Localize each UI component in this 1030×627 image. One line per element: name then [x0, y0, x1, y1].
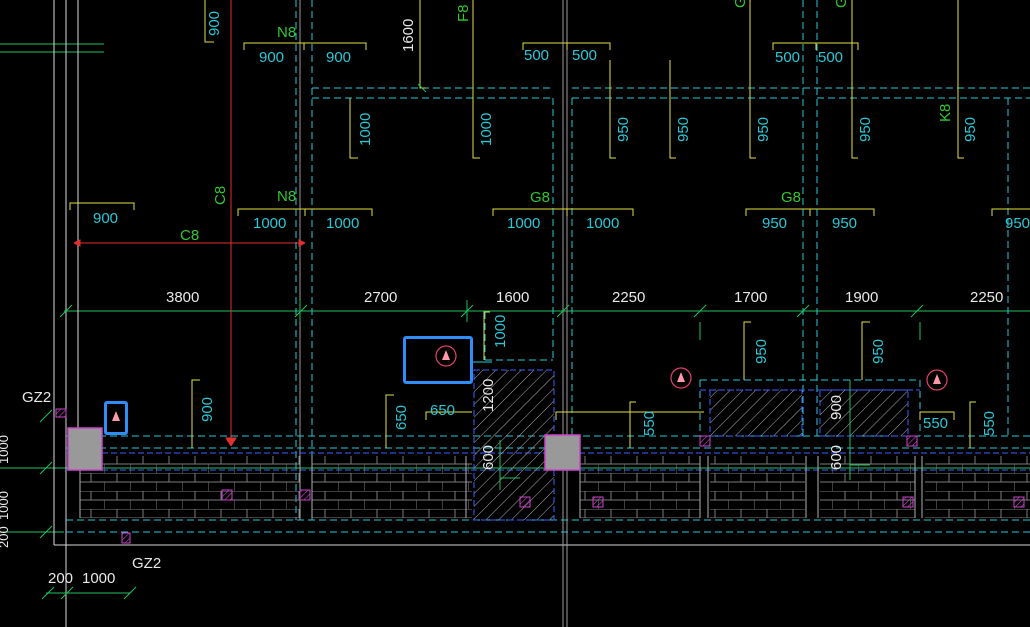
- dim-950: 950: [870, 339, 887, 364]
- dim-1000: 1000: [253, 215, 286, 232]
- small-column[interactable]: [221, 489, 233, 501]
- warning-marker[interactable]: [670, 367, 692, 389]
- dim-900: 900: [206, 11, 223, 36]
- small-column[interactable]: [121, 532, 131, 544]
- small-column[interactable]: [1013, 496, 1025, 508]
- dim-950: 950: [962, 117, 979, 142]
- dim-1000: 1000: [326, 215, 359, 232]
- hatched-openings: [473, 369, 909, 521]
- dim-950: 950: [675, 117, 692, 142]
- drawing-labels: N8 F8 G G 900 1600 900 900 500 500 500 5…: [0, 0, 1030, 587]
- label-n8: N8: [277, 188, 296, 205]
- label-g8: G8: [781, 189, 801, 206]
- label-gz2: GZ2: [132, 555, 161, 572]
- dim-950: 950: [753, 339, 770, 364]
- dim-500: 500: [572, 47, 597, 64]
- dim-200: 200: [0, 526, 11, 548]
- brick-infill: [79, 456, 1030, 518]
- dim-950: 950: [1005, 215, 1030, 232]
- column-gz2-left[interactable]: [67, 427, 103, 471]
- dim-950: 950: [755, 117, 772, 142]
- span-1900: 1900: [845, 289, 878, 306]
- dim-1000: 1000: [492, 315, 509, 348]
- dim-1000: 1000: [82, 570, 115, 587]
- selection-box-marker[interactable]: [403, 336, 473, 384]
- label-gz2: GZ2: [22, 389, 51, 406]
- small-column[interactable]: [519, 496, 531, 508]
- label-f8: F8: [455, 4, 472, 22]
- span-2700: 2700: [364, 289, 397, 306]
- dim-900: 900: [828, 395, 845, 420]
- dim-900: 900: [93, 210, 118, 227]
- small-column[interactable]: [55, 408, 67, 418]
- dim-900: 900: [259, 49, 284, 66]
- yellow-dimension-brackets: [69, 0, 1030, 448]
- dim-500: 500: [524, 47, 549, 64]
- dim-950: 950: [857, 117, 874, 142]
- dim-200: 200: [48, 570, 73, 587]
- dim-1000: 1000: [0, 491, 11, 520]
- label-g8: G8: [530, 189, 550, 206]
- warning-marker[interactable]: [926, 369, 948, 391]
- axis-markers[interactable]: [112, 345, 948, 421]
- label-n8: N8: [277, 24, 296, 41]
- small-column[interactable]: [902, 496, 914, 508]
- dim-550: 550: [981, 411, 998, 436]
- building-outline: [53, 0, 1030, 627]
- dim-900: 900: [326, 49, 351, 66]
- structural-columns[interactable]: [55, 408, 1025, 544]
- span-1700: 1700: [734, 289, 767, 306]
- dim-1000: 1000: [586, 215, 619, 232]
- warning-marker[interactable]: [435, 345, 457, 367]
- label-c8: C8: [180, 227, 199, 244]
- dim-500: 500: [818, 49, 843, 66]
- dim-1000: 1000: [478, 113, 495, 146]
- small-column[interactable]: [299, 489, 311, 501]
- warning-marker[interactable]: [112, 411, 120, 421]
- dim-500: 500: [775, 49, 800, 66]
- label-g: G: [732, 0, 749, 8]
- dim-950: 950: [615, 117, 632, 142]
- dim-1000: 1000: [357, 113, 374, 146]
- label-k8: K8: [937, 104, 954, 122]
- span-2250: 2250: [970, 289, 1003, 306]
- dim-550: 550: [923, 415, 948, 432]
- span-3800: 3800: [166, 289, 199, 306]
- dim-1000: 1000: [507, 215, 540, 232]
- selection-box-column[interactable]: [104, 401, 128, 435]
- dim-650: 650: [430, 402, 455, 419]
- dim-1600: 1600: [400, 19, 417, 52]
- dim-1200: 1200: [480, 379, 497, 412]
- label-c8: C8: [212, 186, 229, 205]
- small-column[interactable]: [906, 435, 918, 447]
- dim-950: 950: [832, 215, 857, 232]
- red-beam-lines: [73, 0, 306, 447]
- small-column[interactable]: [699, 435, 711, 447]
- dim-550: 550: [641, 411, 658, 436]
- dim-600: 600: [828, 445, 845, 470]
- small-column[interactable]: [592, 496, 604, 508]
- span-dimension-ticks: [39, 83, 924, 600]
- label-g: G: [833, 0, 850, 8]
- dim-1000: 1000: [0, 435, 11, 464]
- span-2250: 2250: [612, 289, 645, 306]
- dim-900: 900: [199, 397, 216, 422]
- span-1600: 1600: [496, 289, 529, 306]
- dim-650: 650: [393, 405, 410, 430]
- dim-600: 600: [480, 445, 497, 470]
- column-center[interactable]: [544, 434, 581, 471]
- dim-950: 950: [762, 215, 787, 232]
